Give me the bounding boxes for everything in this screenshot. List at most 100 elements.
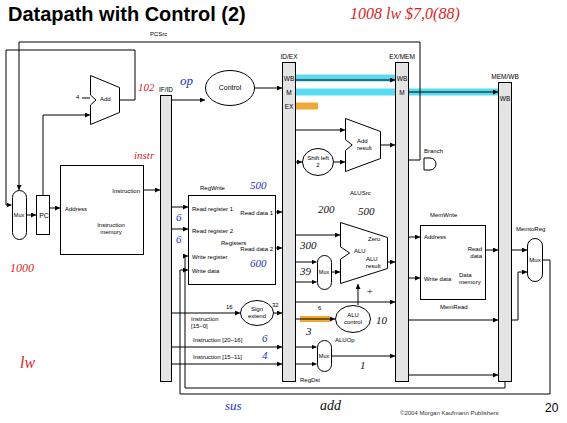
handwritten-note: sus [225, 399, 242, 412]
component-box: AddressRead dataWrite dataData memory [420, 225, 486, 300]
node-text: Registers [221, 240, 246, 247]
node-text: Instruction memory [91, 222, 131, 235]
signal-wire [296, 347, 317, 348]
signal-name: MemWrite [430, 212, 457, 218]
and-gate [424, 158, 436, 170]
alu-symbol: Add [90, 75, 120, 125]
mux-symbol: Mux [12, 190, 27, 240]
signal-wire [512, 272, 527, 320]
signal-name: 20 [545, 402, 558, 414]
wire-label: Instruction [15–0] [190, 316, 232, 329]
handwritten-note: 6 [262, 333, 268, 344]
constant-wire [82, 98, 90, 99]
handwritten-note: 200 [318, 204, 335, 215]
mux-symbol: Mux [317, 340, 332, 372]
node-text: Read register 1 [192, 206, 233, 213]
component-box: AddressInstructionInstruction memory [60, 165, 144, 255]
signal-wire [144, 190, 160, 191]
handwritten-note: 1 [360, 360, 366, 371]
node-text: WB [396, 75, 408, 82]
node-text: Data memory [459, 272, 485, 285]
signal-name: 16 [226, 304, 233, 310]
handwritten-note: + [366, 286, 373, 297]
mux-outline [528, 239, 543, 282]
signal-wire [332, 356, 396, 357]
unit-ellipse: Shift left 2 [302, 148, 334, 176]
unit-ellipse: ALU control [335, 305, 371, 333]
node-text: WB [283, 75, 295, 82]
handwritten-note: 10 [376, 315, 387, 326]
handwritten-note: 6 [176, 212, 182, 223]
component-box: Read register 1Read register 2Write regi… [188, 195, 276, 285]
signal-wire [296, 282, 317, 283]
signal-name: MemRead [440, 304, 468, 310]
ellipse-outline [303, 149, 334, 176]
handwritten-note: 500 [358, 206, 375, 217]
wire-label: Instruction [15–11] [192, 354, 243, 361]
alu-symbol: ZeroALUALU result [340, 222, 388, 284]
unit-ellipse: Sign extend [240, 300, 274, 326]
node-text: WB [499, 95, 511, 102]
signal-wire [172, 100, 205, 101]
handwritten-note: 300 [300, 240, 317, 251]
node-text: Zero [368, 236, 380, 243]
node-text: Read data [460, 246, 482, 259]
signal-wire [50, 208, 60, 209]
node-text: M [283, 89, 295, 96]
handwritten-note: 39 [300, 266, 311, 277]
signal-wire [388, 262, 395, 263]
signal-wire [512, 250, 527, 251]
signal-wire [381, 145, 395, 146]
signal-name: ALUSrc [350, 190, 371, 196]
alu-symbol: Add result [345, 118, 381, 172]
node-text: Control [219, 84, 242, 92]
signal-name: RegDst [300, 377, 320, 383]
pipeline-register: IF/ID [160, 95, 172, 382]
node-text: IF/ID [159, 86, 173, 93]
handwritten-note: 6 [176, 234, 182, 245]
node-text: Mux [319, 269, 329, 275]
handwritten-note: op [180, 74, 193, 87]
node-text: Mux [319, 353, 329, 359]
ellipse-outline [336, 306, 371, 333]
handwritten-note: 500 [250, 180, 267, 191]
mux-symbol: Mux [527, 238, 543, 282]
signal-wire [296, 302, 395, 303]
node-text: EX [283, 103, 295, 110]
node-text: EX/MEM [389, 53, 415, 60]
signal-name: Branch [424, 148, 443, 154]
signal-wire [296, 364, 317, 365]
signal-wire [172, 313, 240, 314]
signal-wire [486, 250, 498, 251]
node-text: Mux [14, 212, 24, 218]
wire-label: Instruction [20–16] [192, 337, 243, 344]
node-text: Write data [192, 268, 219, 275]
node-text: Write register [192, 254, 228, 261]
signal-wire [296, 235, 340, 236]
node-text: Address [424, 234, 446, 241]
node-text: Add result [357, 138, 379, 151]
signal-wire [274, 313, 282, 314]
signal-name: 4 [76, 94, 79, 100]
signal-wire [296, 162, 302, 163]
signal-wire [172, 347, 282, 348]
node-text: MEM/WB [491, 73, 518, 80]
mux-outline [317, 256, 331, 290]
handwritten-note: 3 [306, 326, 312, 337]
alu-outline [341, 223, 388, 284]
signal-wire [334, 162, 345, 163]
signal-name: 6 [318, 305, 321, 311]
alu-outline [346, 119, 381, 172]
pipeline-register: MEM/WBWB [498, 82, 512, 382]
unit-ellipse: Control [205, 70, 255, 106]
signal-name: PCSrc [150, 31, 167, 37]
signal-wire [296, 262, 317, 263]
handwritten-note: 1008 lw $7,0(88) [350, 6, 460, 22]
slide-title: Datapath with Control (2) [8, 3, 246, 25]
signal-wire [409, 237, 420, 238]
component-box: PC [36, 195, 50, 235]
handwritten-note: instr [134, 150, 154, 161]
node-text: Shift left 2 [307, 155, 329, 168]
signal-name: ALUOp [335, 337, 355, 343]
node-text: PC [39, 212, 49, 220]
